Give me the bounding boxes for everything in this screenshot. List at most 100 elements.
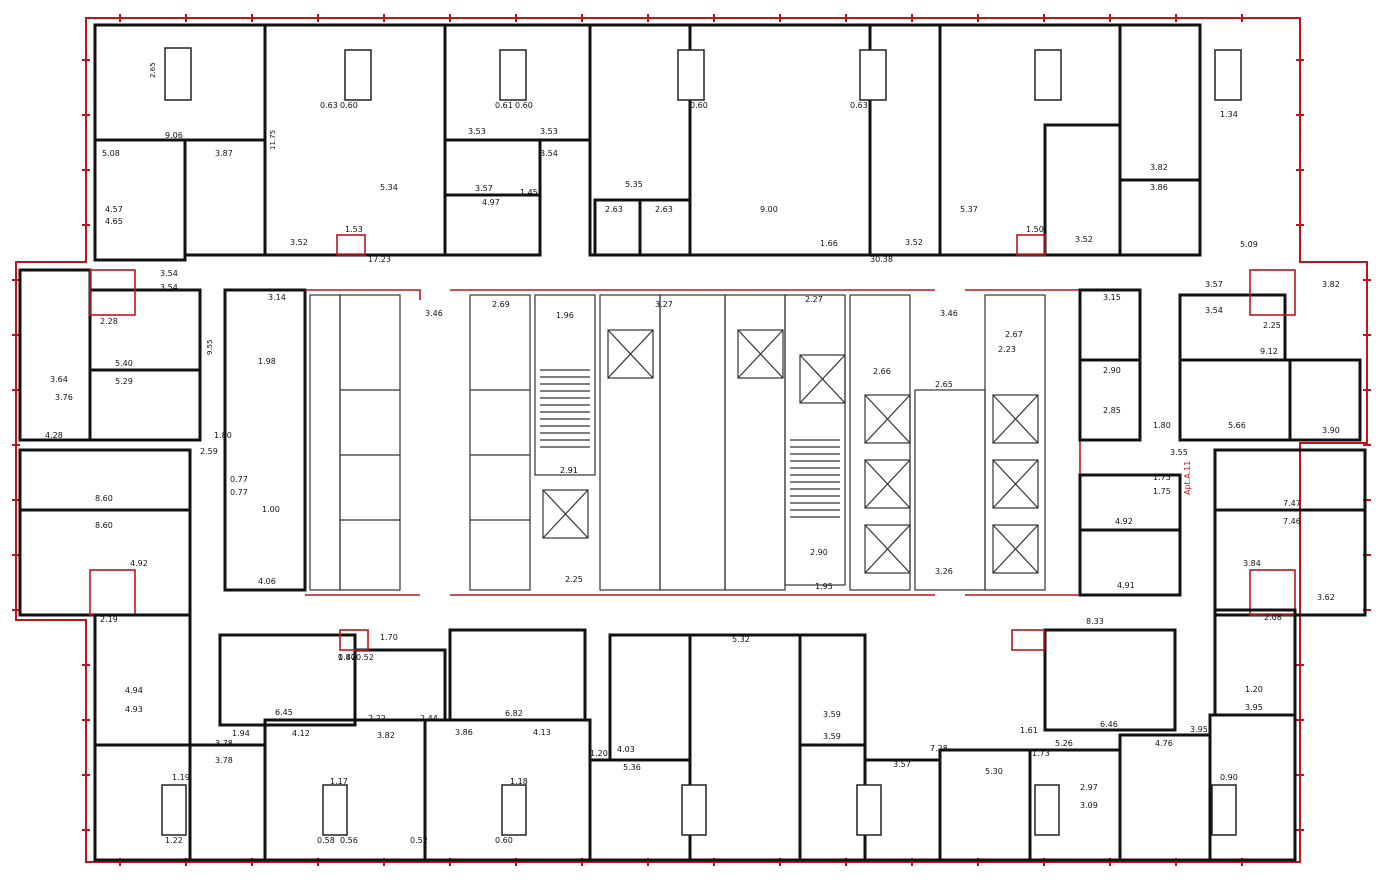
dimension-label: 0.60 <box>340 101 358 110</box>
dimension-label: 1.80 <box>338 653 356 662</box>
dimension-label: 1.96 <box>556 311 574 320</box>
dimension-label: 5.32 <box>732 635 750 644</box>
top-rooms <box>93 23 1242 262</box>
perimeter-outline <box>15 17 1368 863</box>
dimension-label: 11.75 <box>269 130 277 150</box>
elevator-cab <box>607 329 654 379</box>
dimension-label: 2.65 <box>149 62 157 78</box>
dimension-label: 3.54 <box>160 269 178 278</box>
dimension-label: 2.90 <box>1103 366 1121 375</box>
dimension-label: 7.47 <box>1283 499 1301 508</box>
dimension-label: 3.82 <box>1150 163 1168 172</box>
dimension-label: 4.06 <box>258 577 276 586</box>
dimension-label: 3.64 <box>50 375 68 384</box>
dimension-label: 5.29 <box>115 377 133 386</box>
dimension-label: 1.75 <box>1153 473 1171 482</box>
dimension-label: 2.97 <box>1080 783 1098 792</box>
dimension-label: 4.12 <box>292 729 310 738</box>
dimension-label: 3.54 <box>540 149 558 158</box>
dimension-label: 2.65 <box>935 380 953 389</box>
dimension-label: 3.90 <box>1322 426 1340 435</box>
dimension-label: 4.28 <box>45 431 63 440</box>
dimension-label: 5.36 <box>623 763 641 772</box>
elevator-cab-x <box>864 394 911 444</box>
dimension-label: 3.78 <box>215 756 233 765</box>
core <box>305 289 1081 596</box>
dimension-label: 4.03 <box>617 745 635 754</box>
dimension-label: 1.53 <box>345 225 363 234</box>
right-wing-rooms <box>1078 269 1367 617</box>
elevator-cab <box>737 329 784 379</box>
dimension-label: 3.55 <box>1170 448 1188 457</box>
dimension-label: 2.85 <box>1103 406 1121 415</box>
dimension-label: 4.57 <box>105 205 123 214</box>
dimension-label: 2.67 <box>1005 330 1023 339</box>
dimension-label: 9.12 <box>1260 347 1278 356</box>
elevator-cab-x <box>542 489 589 539</box>
dimension-label: 3.54 <box>160 283 178 292</box>
dimension-label: 1.50 <box>1026 225 1044 234</box>
dimension-label: 1.22 <box>165 836 183 845</box>
dimension-label: 3.84 <box>1243 559 1261 568</box>
dimension-label: 3.53 <box>468 127 486 136</box>
dimension-label: 0.58 <box>317 836 335 845</box>
dimension-label: 0.63 <box>320 101 338 110</box>
dimension-label: 9.55 <box>206 339 214 355</box>
dimension-label: 3.52 <box>905 238 923 247</box>
dimension-label: 3.09 <box>1080 801 1098 810</box>
dimension-label: 1.94 <box>232 729 250 738</box>
apartment-label: Apt.A.11 <box>1183 461 1192 495</box>
dimension-label: 0.77 <box>230 475 248 484</box>
elevator-cab <box>542 489 589 539</box>
dimension-label: 7.46 <box>1283 517 1301 526</box>
dimension-label: 0.60 <box>495 836 513 845</box>
dimension-label: 3.76 <box>55 393 73 402</box>
dimension-label: 5.35 <box>625 180 643 189</box>
dimension-label: 1.45 <box>520 188 538 197</box>
elevator-cab-x <box>992 524 1039 574</box>
elevator-cab <box>799 354 846 404</box>
dimension-label: 6.82 <box>505 709 523 718</box>
dimension-label: 3.57 <box>1205 280 1223 289</box>
labels-center: 3.272.912.252.272.902.662.232.653.263.46… <box>560 295 1023 591</box>
dimension-label: 3.27 <box>655 300 673 309</box>
dimension-label: 1.98 <box>258 357 276 366</box>
dimension-label: 4.93 <box>125 705 143 714</box>
dimension-label: 1.61 <box>1020 726 1038 735</box>
dimension-label: 2.91 <box>560 466 578 475</box>
dimension-label: 1.70 <box>380 633 398 642</box>
elevator-cab <box>864 459 911 509</box>
elevator-cab-x <box>607 329 654 379</box>
dimension-label: 3.53 <box>540 127 558 136</box>
dimension-label: 2.25 <box>1263 321 1281 330</box>
dimension-label: 1.20 <box>590 749 608 758</box>
dimension-label: 1.34 <box>1220 110 1238 119</box>
dimension-label: 17.23 <box>368 255 391 264</box>
dimension-label: 3.57 <box>475 184 493 193</box>
dimension-label: 5.37 <box>960 205 978 214</box>
dimension-label: 1.80 <box>1153 421 1171 430</box>
dimension-label: 2.69 <box>492 300 510 309</box>
dimension-label: 5.08 <box>102 149 120 158</box>
dimension-label: 3.54 <box>1205 306 1223 315</box>
dimension-label: 4.94 <box>125 686 143 695</box>
elevator-cab-x <box>799 354 846 404</box>
dimension-label: 2.63 <box>605 205 623 214</box>
dimension-label: 4.13 <box>533 728 551 737</box>
dimension-label: 3.59 <box>823 732 841 741</box>
dimension-label: 1.95 <box>815 582 833 591</box>
dimension-label: 1.19 <box>172 773 190 782</box>
dimension-label: 3.57 <box>893 760 911 769</box>
dimension-label: 5.09 <box>1240 240 1258 249</box>
elevator-cab <box>992 459 1039 509</box>
dimension-label: 0.60 <box>690 101 708 110</box>
dimension-label: 2.19 <box>100 615 118 624</box>
dimension-label: 3.52 <box>290 238 308 247</box>
elevator-cab-x <box>992 459 1039 509</box>
bottom-rooms <box>93 608 1297 862</box>
dimension-label: 5.40 <box>115 359 133 368</box>
left-wing-rooms <box>18 268 307 617</box>
elevator-cab-x <box>864 524 911 574</box>
dimension-label: 2.90 <box>810 548 828 557</box>
